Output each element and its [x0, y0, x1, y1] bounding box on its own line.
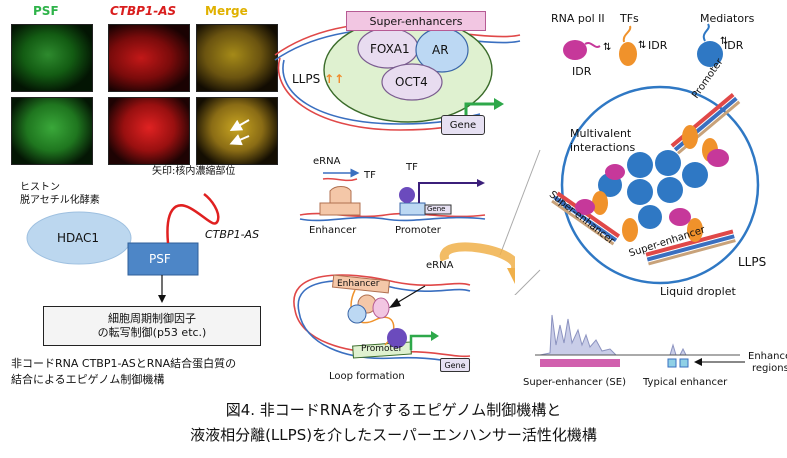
- gene-middle-label: Gene: [427, 206, 445, 213]
- micrograph-merge-top: [196, 24, 278, 92]
- tf-middle-label-1: TF: [364, 171, 376, 181]
- ar-label: AR: [432, 44, 449, 56]
- target-box: 細胞周期制御因子 の転写制御(p53 etc.): [43, 306, 261, 346]
- llps-top-label: LLPS ↑↑: [292, 73, 344, 85]
- enhancer-regions-line1: Enhancer: [748, 352, 787, 362]
- channel-label-merge: Merge: [205, 4, 248, 18]
- llps-up-arrows: ↑↑: [324, 72, 344, 86]
- gene-loop-label: Gene: [444, 361, 465, 370]
- gene-top-label: Gene: [450, 120, 476, 131]
- target-line1: 細胞周期制御因子: [108, 312, 196, 326]
- svg-text:⇅: ⇅: [603, 42, 611, 53]
- llps-top-text: LLPS: [292, 72, 320, 86]
- legend-idr-tf: IDR: [648, 40, 667, 51]
- typical-enhancer-label: Typical enhancer: [643, 378, 727, 388]
- merge-arrows: [197, 98, 277, 164]
- micrograph-ctbp1as-top: [108, 24, 190, 92]
- summary-line2: 結合によるエピゲノム制御機構: [11, 374, 164, 385]
- legend-idr-pol: IDR: [572, 66, 591, 77]
- promoter-middle-label: Promoter: [395, 226, 441, 236]
- legend-rna-pol: RNA pol II: [551, 13, 605, 24]
- figure-caption-line1: 図4. 非コードRNAを介するエピゲノム制御機構と: [0, 403, 787, 418]
- gene-box-loop: Gene: [440, 358, 470, 372]
- enhancer-loop-label: Enhancer: [337, 280, 380, 289]
- liquid-droplet-label: Liquid droplet: [660, 286, 736, 297]
- se-plot-graphics: [530, 305, 787, 385]
- target-line2: の転写制御(p53 etc.): [98, 326, 207, 340]
- channel-label-psf: PSF: [33, 4, 59, 18]
- legend-tfs: TFs: [620, 13, 639, 24]
- oct4-label: OCT4: [395, 76, 428, 88]
- enhancer-regions-line2: regions: [752, 364, 787, 374]
- super-enhancers-banner: Super-enhancers: [346, 11, 486, 31]
- legend-mediators: Mediators: [700, 13, 754, 24]
- foxa1-label: FOXA1: [370, 43, 410, 55]
- llps-droplet-label: LLPS: [738, 256, 766, 268]
- erna-loop-label: eRNA: [426, 261, 453, 271]
- figure-caption-line2: 液液相分離(LLPS)を介したスーパーエンハンサー活性化機構: [0, 428, 787, 443]
- left-panel-graphics: [0, 190, 290, 320]
- arrow-caption: 矢印:核内濃縮部位: [152, 167, 235, 177]
- micrograph-psf-bottom: [11, 97, 93, 165]
- erna-middle-label: eRNA: [313, 157, 340, 167]
- micrograph-merge-bottom: [196, 97, 278, 165]
- micrograph-ctbp1as-bottom: [108, 97, 190, 165]
- promoter-loop-label: Promoter: [361, 345, 402, 354]
- hdac1-label: HDAC1: [57, 232, 99, 244]
- legend-idr-mediator: IDR: [724, 40, 743, 51]
- super-enhancers-label: Super-enhancers: [370, 15, 463, 28]
- psf-label: PSF: [149, 253, 171, 265]
- multivalent-line2: interactions: [570, 142, 635, 153]
- channel-label-ctbp1as: CTBP1-AS: [110, 4, 176, 18]
- svg-text:⇅: ⇅: [638, 40, 646, 51]
- enhancer-middle-label: Enhancer: [309, 226, 356, 236]
- loop-formation-label: Loop formation: [329, 372, 405, 382]
- super-enhancer-se-label: Super-enhancer (SE): [523, 378, 626, 388]
- summary-line1: 非コードRNA CTBP1-ASとRNA結合蛋白質の: [11, 358, 236, 369]
- gene-box-top: Gene: [441, 115, 485, 135]
- tf-middle-label-2: TF: [406, 163, 418, 173]
- micrograph-psf-top: [11, 24, 93, 92]
- ctbp1as-label: CTBP1-AS: [205, 229, 259, 240]
- multivalent-line1: Multivalent: [570, 128, 631, 139]
